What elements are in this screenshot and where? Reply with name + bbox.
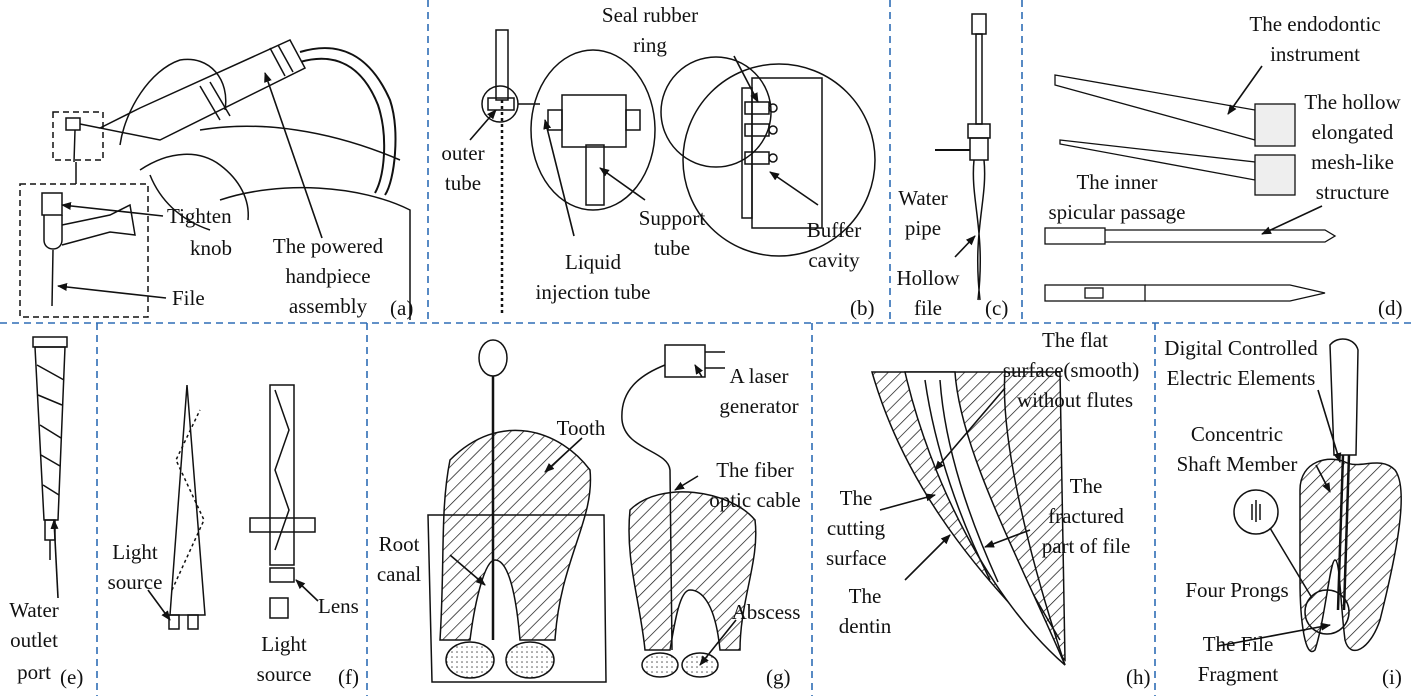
label-hollow-mesh-line2: elongated bbox=[1311, 120, 1394, 144]
label-outer-tube-line2: tube bbox=[444, 171, 482, 195]
label-buffer-cavity-line2: cavity bbox=[808, 248, 860, 272]
panel-g-drawing bbox=[427, 339, 757, 683]
label-fiber-optic-line2: optic cable bbox=[709, 488, 801, 512]
label-liquid-injection-tube-line1: Liquid bbox=[565, 250, 621, 274]
panel-a-drawing bbox=[19, 39, 411, 320]
panel-tag-a: (a) bbox=[390, 296, 414, 320]
label-cutting-surface-line1: The bbox=[839, 486, 873, 510]
label-handpiece-line3: assembly bbox=[288, 294, 368, 318]
label-water-pipe-line1: Water bbox=[898, 186, 948, 210]
label-dentin-line1: The bbox=[848, 584, 882, 608]
panel-c-drawing bbox=[935, 13, 991, 301]
panel-tag-e: (e) bbox=[60, 665, 84, 689]
label-four-prongs: Four Prongs bbox=[1185, 578, 1289, 602]
label-fiber-optic-line1: The fiber bbox=[716, 458, 794, 482]
label-file-fragment-line1: The File bbox=[1202, 632, 1274, 656]
label-lens: Lens bbox=[318, 594, 359, 618]
label-light-source-2-line2: source bbox=[256, 662, 312, 686]
label-digital-controlled-line2: Electric Elements bbox=[1166, 366, 1316, 390]
label-water-outlet-line2: outlet bbox=[10, 628, 58, 652]
panel-d-arrows bbox=[1227, 65, 1323, 235]
label-flat-surface-line2: surface(smooth) bbox=[1002, 358, 1140, 382]
label-concentric-shaft-line1: Concentric bbox=[1190, 422, 1284, 446]
label-cutting-surface-line2: cutting bbox=[826, 516, 886, 540]
panel-h-drawing bbox=[871, 371, 1066, 666]
label-tighten-knob-line1: Tighten bbox=[167, 204, 232, 228]
label-laser-generator-line1: A laser bbox=[729, 364, 789, 388]
label-flat-surface-line3: without flutes bbox=[1016, 388, 1134, 412]
label-file-fragment-line2: Fragment bbox=[1197, 662, 1279, 686]
label-water-outlet-line3: port bbox=[17, 660, 51, 684]
label-water-pipe-line2: pipe bbox=[904, 216, 942, 240]
label-root-canal-line2: canal bbox=[376, 562, 422, 586]
panel-f-drawing bbox=[168, 384, 316, 630]
label-abscess: Abscess bbox=[731, 600, 801, 624]
label-hollow-mesh-line1: The hollow bbox=[1304, 90, 1401, 114]
panel-tag-i: (i) bbox=[1382, 665, 1402, 689]
label-file: File bbox=[172, 286, 205, 310]
label-hollow-mesh-line4: structure bbox=[1315, 180, 1390, 204]
label-support-tube-line2: tube bbox=[653, 236, 691, 260]
label-support-tube-line1: Support bbox=[638, 206, 706, 230]
label-tighten-knob-line2: knob bbox=[190, 236, 232, 260]
label-dentin-line2: dentin bbox=[838, 614, 892, 638]
label-buffer-cavity-line1: Buffer bbox=[806, 218, 862, 242]
label-hollow-file-line2: file bbox=[914, 296, 942, 320]
label-tooth: Tooth bbox=[556, 416, 606, 440]
label-laser-generator-line2: generator bbox=[719, 394, 799, 418]
panel-d-drawing bbox=[1044, 74, 1337, 302]
panel-i-arrows bbox=[1217, 389, 1342, 647]
label-digital-controlled-line1: Digital Controlled bbox=[1164, 336, 1318, 360]
label-seal-rubber-ring-line2: ring bbox=[633, 33, 667, 57]
label-fractured-part-line1: The bbox=[1069, 474, 1103, 498]
label-inner-passage-line2: spicular passage bbox=[1048, 200, 1186, 224]
label-cutting-surface-line3: surface bbox=[826, 546, 887, 570]
panel-tag-h: (h) bbox=[1126, 665, 1151, 689]
label-hollow-file-line1: Hollow bbox=[896, 266, 960, 290]
panel-i-drawing bbox=[1233, 338, 1402, 653]
panel-b-arrows bbox=[469, 55, 819, 237]
panel-e-drawing bbox=[32, 336, 68, 560]
panel-tag-b: (b) bbox=[850, 296, 875, 320]
label-root-canal-line1: Root bbox=[378, 532, 420, 556]
panel-tag-c: (c) bbox=[985, 296, 1009, 320]
panel-f-arrows bbox=[147, 579, 319, 621]
label-fractured-part-line3: part of file bbox=[1041, 534, 1131, 558]
panel-b-drawing bbox=[481, 29, 876, 315]
label-seal-rubber-ring-line1: Seal rubber bbox=[601, 3, 699, 27]
label-flat-surface-line1: The flat bbox=[1042, 328, 1108, 352]
label-concentric-shaft-line2: Shaft Member bbox=[1176, 452, 1298, 476]
label-liquid-injection-tube-line2: injection tube bbox=[535, 280, 651, 304]
label-water-outlet-line1: Water bbox=[9, 598, 59, 622]
panel-h-arrows bbox=[879, 387, 1031, 581]
label-light-source-1-line2: source bbox=[107, 570, 163, 594]
label-handpiece-line1: The powered bbox=[272, 234, 384, 258]
panel-tag-g: (g) bbox=[766, 665, 791, 689]
panel-c-arrows bbox=[954, 235, 976, 258]
panel-tag-d: (d) bbox=[1378, 296, 1403, 320]
label-handpiece-line2: handpiece bbox=[285, 264, 371, 288]
panel-e-arrows bbox=[50, 519, 59, 599]
label-light-source-2-line1: Light bbox=[261, 632, 307, 656]
label-outer-tube-line1: outer bbox=[441, 141, 485, 165]
label-fractured-part-line2: fractured bbox=[1048, 504, 1124, 528]
label-endodontic-instrument-line1: The endodontic bbox=[1249, 12, 1381, 36]
panel-tag-f: (f) bbox=[338, 665, 359, 689]
label-endodontic-instrument-line2: instrument bbox=[1270, 42, 1360, 66]
panel-a-arrows bbox=[57, 72, 323, 299]
label-light-source-1-line1: Light bbox=[112, 540, 158, 564]
label-hollow-mesh-line3: mesh-like bbox=[1311, 150, 1394, 174]
label-inner-passage-line1: The inner bbox=[1076, 170, 1158, 194]
panel-g-arrows bbox=[449, 364, 737, 666]
